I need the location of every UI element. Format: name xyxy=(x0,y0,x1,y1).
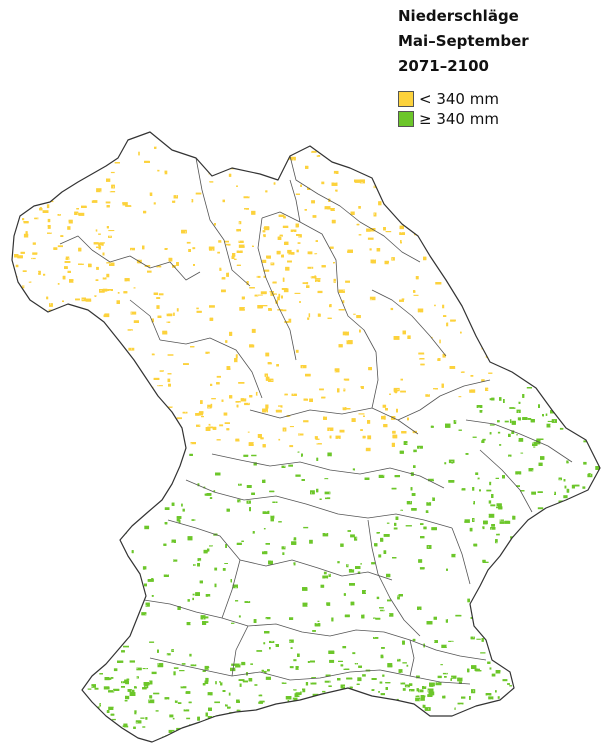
legend-label-low: < 340 mm xyxy=(419,90,499,108)
district-boundaries xyxy=(59,155,573,685)
map-legend: Niederschläge Mai–September 2071–2100 < … xyxy=(398,4,598,129)
legend-title: Niederschläge Mai–September 2071–2100 xyxy=(398,4,598,79)
legend-swatch-green xyxy=(398,111,414,127)
legend-title-line-2: Mai–September xyxy=(398,32,529,50)
legend-items: < 340 mm ≥ 340 mm xyxy=(398,89,598,129)
legend-item-high: ≥ 340 mm xyxy=(398,109,598,129)
legend-item-low: < 340 mm xyxy=(398,89,598,109)
legend-label-high: ≥ 340 mm xyxy=(419,110,499,128)
legend-swatch-yellow xyxy=(398,91,414,107)
legend-title-line-1: Niederschläge xyxy=(398,7,519,25)
legend-title-line-3: 2071–2100 xyxy=(398,57,489,75)
bavaria-outline xyxy=(11,131,601,743)
